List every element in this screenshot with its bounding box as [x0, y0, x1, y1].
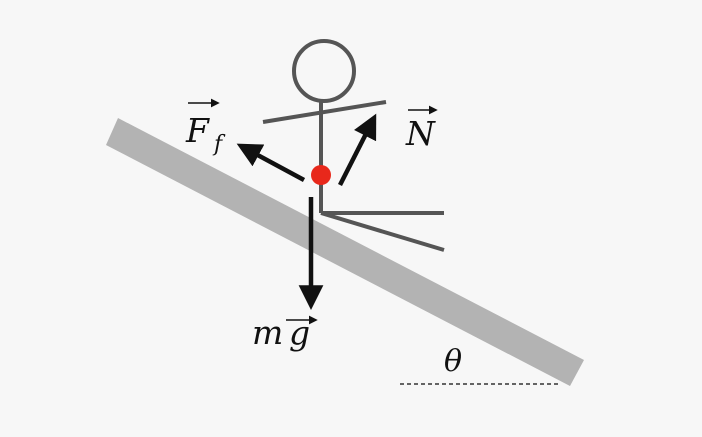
- normal-label-letter: N: [405, 114, 436, 153]
- weight-label-gravity: g: [289, 313, 310, 352]
- friction-force-arrow: [236, 143, 306, 182]
- weight-force-label: m g: [252, 313, 318, 352]
- center-of-mass-dot: [311, 165, 331, 185]
- stick-figure: [262, 39, 445, 252]
- normal-force-arrow: [337, 113, 377, 187]
- figure-head: [292, 39, 356, 103]
- friction-label-letter: F: [185, 111, 210, 150]
- normal-force-label: N: [405, 105, 438, 153]
- incline-plane: [106, 118, 584, 386]
- figure-arms: [262, 100, 387, 124]
- friction-label-subscript: f: [212, 132, 226, 157]
- incline-angle-label: θ: [444, 344, 462, 379]
- figure-lower-leg: [320, 211, 445, 252]
- weight-label-mass: m: [252, 313, 283, 352]
- friction-force-label: F f: [185, 98, 226, 157]
